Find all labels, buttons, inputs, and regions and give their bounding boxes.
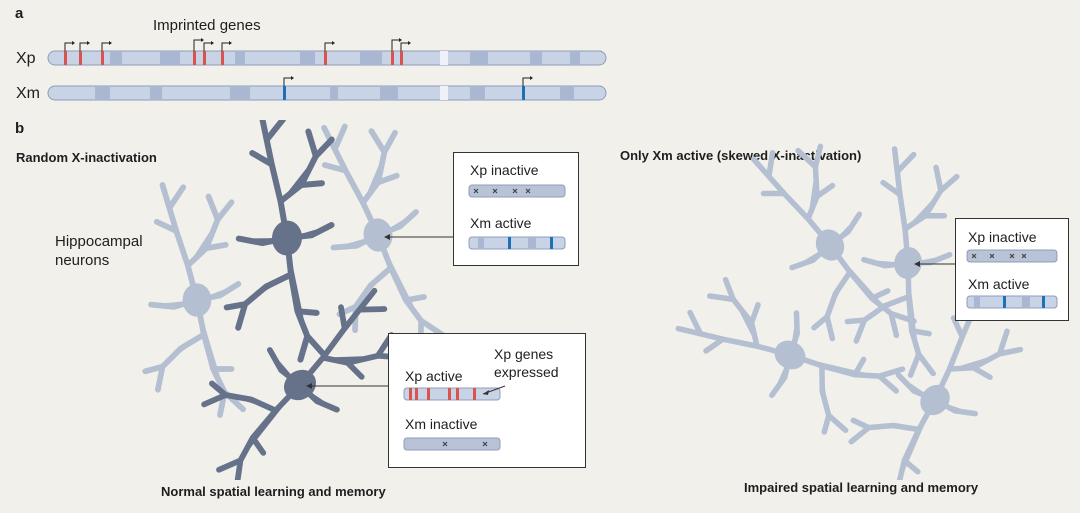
xp-gene [324,51,327,65]
xm-active-chromosome [468,236,566,250]
neuron-light [739,127,917,366]
chromosome-state-box-right: Xp inactive Xm active [955,218,1069,321]
xp-inactive-label-right: Xp inactive [968,229,1037,245]
chromosome-state-box-top: Xp inactive Xm active [453,152,579,266]
panel-b-label: b [15,120,25,137]
xm-tss-arrows [283,77,530,86]
xp-imprinted-genes [64,51,403,65]
xp-inactive-chromosome [468,184,566,198]
imprinted-genes-label: Imprinted genes [153,17,261,34]
xm-inactive-chromosome [403,437,501,451]
normal-learning-caption: Normal spatial learning and memory [161,484,386,499]
xm-label: Xm [16,85,40,102]
xm-active-label-right: Xm active [968,276,1030,292]
chromosome-map [47,38,607,101]
xm-gene [283,86,286,100]
chromosome-state-box-bottom: Xp active Xp genes expressed Xm inactive [388,333,586,468]
xp-active-label: Xp active [405,368,463,384]
xm-inactive-label: Xm inactive [405,416,478,432]
xp-tss-arrows [64,39,408,51]
xp-tss-arrowheads [72,38,411,45]
xp-gene [221,51,224,65]
neuron-light [145,185,243,415]
xm-chromosome [47,85,607,101]
panel-a-label: a [15,5,24,22]
xm-active-chromosome-right [966,295,1058,309]
neuron-light [307,120,443,357]
neuron-light [840,146,970,379]
xp-gene [79,51,82,65]
xp-gene [391,51,394,65]
xm-active-label: Xm active [470,215,532,231]
neurons-illustration [0,120,1080,480]
random-x-inactivation-heading: Random X-inactivation [16,150,157,165]
xm-gene [522,86,525,100]
xm-imprinted-genes [283,86,525,100]
impaired-learning-caption: Impaired spatial learning and memory [744,480,979,495]
hippocampal-neurons-label: Hippocampal neurons [55,233,143,269]
xp-genes-expressed-callout: Xp genes expressed [494,346,559,380]
xp-gene [203,51,206,65]
xp-active-chromosome [403,385,506,401]
xp-inactive-label: Xp inactive [470,162,539,178]
neuron-dark [223,120,346,362]
xp-gene [400,51,403,65]
pointer-lines [312,236,955,387]
xp-label: Xp [16,50,36,67]
xp-gene [101,51,104,65]
neuron-light [670,262,907,453]
xp-gene [64,51,67,65]
xp-inactive-chromosome-right [966,249,1058,263]
xp-gene [193,51,196,65]
